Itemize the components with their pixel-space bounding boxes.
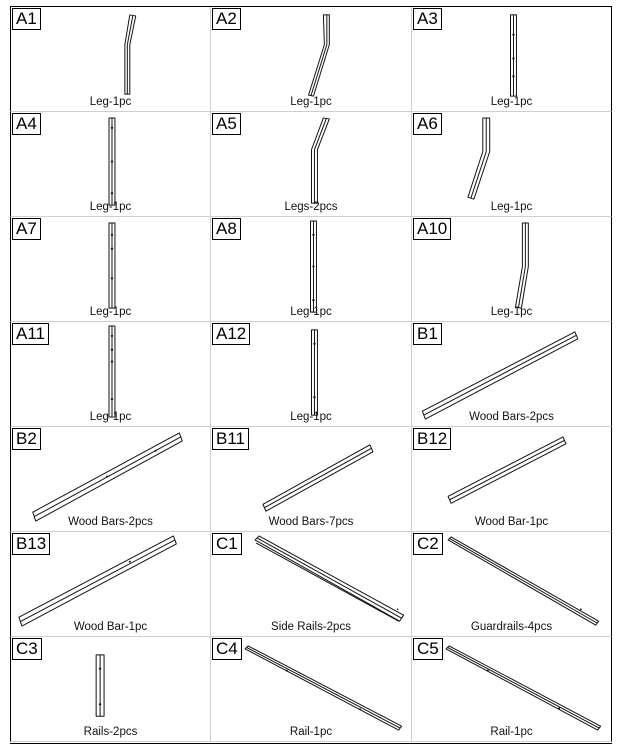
part-label: Rail-1pc <box>490 726 533 738</box>
part-code: A7 <box>12 218 41 240</box>
part-code: C4 <box>212 638 242 660</box>
part-cell-c2: C2 Guardrails-4pcs <box>412 532 612 637</box>
rail-icon <box>244 645 403 731</box>
bent-leg-icon <box>308 14 330 97</box>
wood-bar-icon <box>421 331 579 420</box>
part-label: Side Rails-2pcs <box>271 621 351 633</box>
part-cell-c3: C3 Rails-2pcs <box>10 637 211 742</box>
part-label: Leg-1pc <box>290 411 332 423</box>
part-label: Wood Bar-1pc <box>474 516 549 528</box>
part-cell-c1: C1 Side Rails-2pcs <box>211 532 412 637</box>
bent-leg-icon <box>124 14 137 95</box>
part-label: Wood Bar-1pc <box>73 621 148 633</box>
part-code: B12 <box>413 428 452 450</box>
part-cell-a5: A5 Legs-2pcs <box>211 112 412 217</box>
part-label: Leg-1pc <box>89 201 132 213</box>
part-code: B2 <box>12 428 41 450</box>
part-cell-b2: B2 Wood Bars-2pcs <box>10 427 211 532</box>
part-cell-a8: A8 Leg-1pc <box>211 217 412 322</box>
part-code: A12 <box>212 323 251 345</box>
part-code: B1 <box>413 323 442 345</box>
part-code: A4 <box>12 113 41 135</box>
part-label: Leg-1pc <box>490 96 533 108</box>
rail-icon <box>95 654 105 717</box>
wood-bar-icon <box>447 436 567 504</box>
part-cell-a6: A6 Leg-1pc <box>412 112 612 217</box>
straight-leg-icon <box>108 222 116 309</box>
straight-leg-icon <box>311 329 318 416</box>
part-cell-b13: B13 Wood Bar-1pc <box>10 532 211 637</box>
straight-leg-icon <box>108 325 116 418</box>
part-cell-a10: A10 Leg-1pc <box>412 217 612 322</box>
part-label: Legs-2pcs <box>284 201 338 213</box>
part-code: A1 <box>12 8 41 30</box>
part-label: Leg-1pc <box>290 306 332 318</box>
part-cell-a7: A7 Leg-1pc <box>10 217 211 322</box>
part-cell-b11: B11 Wood Bars-7pcs <box>211 427 412 532</box>
bent-leg-icon <box>514 222 529 309</box>
part-code: A8 <box>212 218 241 240</box>
part-label: Leg-1pc <box>89 306 132 318</box>
part-cell-a2: A2 Leg-1pc <box>211 7 412 112</box>
part-cell-a12: A12 Leg-1pc <box>211 322 412 427</box>
bent-leg-icon <box>467 117 491 200</box>
part-label: Leg-1pc <box>89 411 132 423</box>
straight-leg-icon <box>510 14 517 97</box>
part-cell-c4: C4 Rail-1pc <box>211 637 412 742</box>
part-label: Leg-1pc <box>490 201 533 213</box>
rail-icon <box>445 645 602 731</box>
part-cell-b12: B12 Wood Bar-1pc <box>412 427 612 532</box>
part-label: Rails-2pcs <box>83 726 138 738</box>
part-code: C2 <box>413 533 443 555</box>
wood-bar-icon <box>18 535 177 627</box>
wood-bar-icon <box>32 432 183 522</box>
part-cell-a1: A1 Leg-1pc <box>10 7 211 112</box>
part-code: B11 <box>212 428 249 450</box>
part-label: Wood Bars-2pcs <box>469 411 554 423</box>
part-label: Leg-1pc <box>490 306 533 318</box>
bent-leg-icon <box>311 117 330 204</box>
part-label: Rail-1pc <box>289 726 333 738</box>
part-code: C3 <box>12 638 42 660</box>
part-label: Leg-1pc <box>89 96 132 108</box>
part-label: Wood Bars-2pcs <box>68 516 153 528</box>
guardrail-icon <box>447 536 600 626</box>
part-code: A3 <box>413 8 442 30</box>
wood-bar-icon <box>262 444 374 512</box>
part-code: B13 <box>12 533 51 555</box>
part-code: A5 <box>212 113 241 135</box>
part-code: C5 <box>413 638 443 660</box>
part-code: A11 <box>12 323 49 345</box>
part-code: A10 <box>413 218 452 240</box>
part-code: C1 <box>212 533 242 555</box>
part-cell-a3: A3 Leg-1pc <box>412 7 612 112</box>
straight-leg-icon <box>310 220 317 313</box>
side-rail-icon <box>254 535 405 622</box>
part-cell-a4: A4 Leg-1pc <box>10 112 211 217</box>
part-cell-c5: C5 Rail-1pc <box>412 637 612 742</box>
part-cell-b1: B1 Wood Bars-2pcs <box>412 322 612 427</box>
parts-grid: A1 Leg-1pc A2 Leg-1pc A3 Leg-1pc A4 <box>10 6 612 744</box>
part-label: Guardrails-4pcs <box>470 621 553 633</box>
part-code: A6 <box>413 113 442 135</box>
part-label: Leg-1pc <box>290 96 332 108</box>
straight-leg-icon <box>108 117 116 206</box>
part-code: A2 <box>212 8 241 30</box>
part-label: Wood Bars-7pcs <box>268 516 354 528</box>
part-cell-a11: A11 Leg-1pc <box>10 322 211 427</box>
